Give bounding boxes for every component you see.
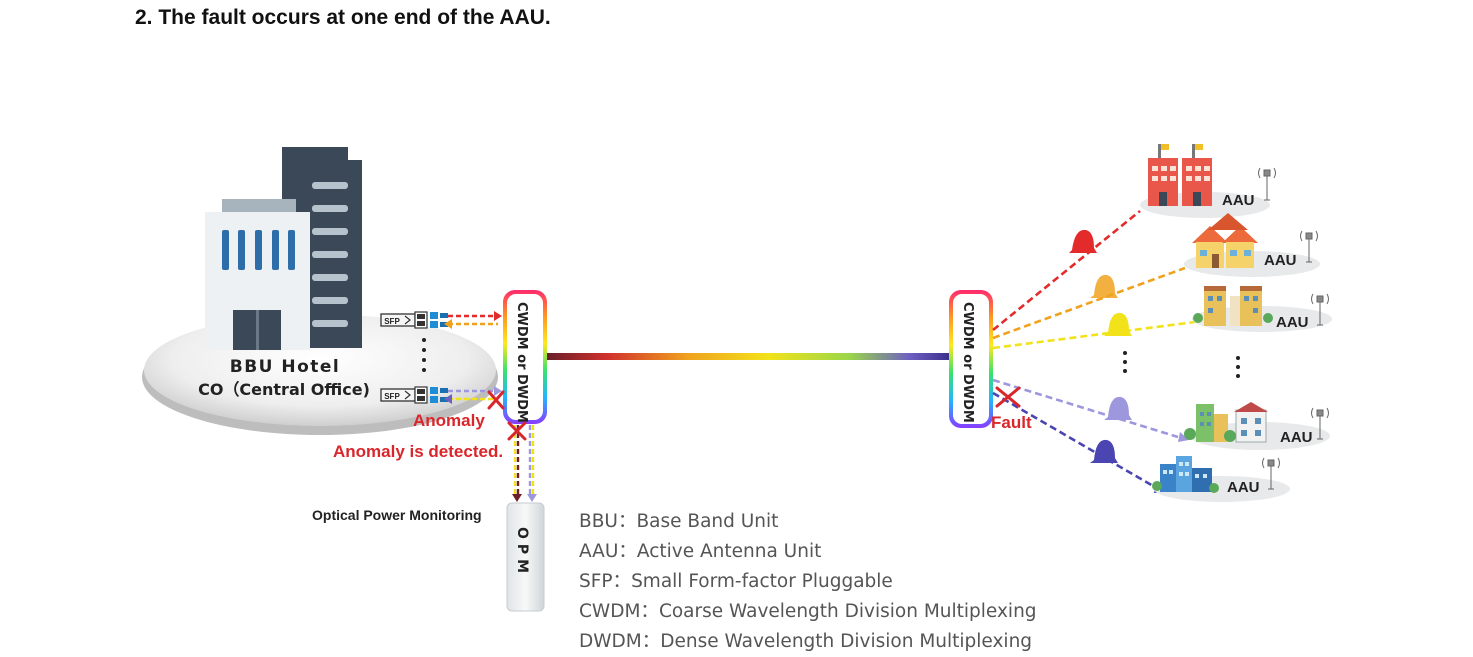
antenna-tower-icon bbox=[1311, 407, 1329, 440]
branch-indigo bbox=[992, 391, 1161, 492]
opm-box-label: OPM bbox=[514, 527, 530, 578]
legend-desc: Base Band Unit bbox=[636, 511, 779, 532]
legend-term: AAU bbox=[579, 541, 619, 562]
sfp-ellipsis bbox=[422, 338, 426, 372]
antenna-tower-icon bbox=[1311, 293, 1329, 326]
legend-row: AAU：Active Antenna Unit bbox=[579, 537, 1037, 567]
sfp-module-top: SFP bbox=[380, 311, 448, 329]
central-office: BBU Hotel CO（Central Office) bbox=[142, 147, 498, 435]
aau-label: AAU bbox=[1280, 429, 1313, 446]
mux-right: CWDM or DWDM bbox=[949, 290, 993, 428]
co-subtitle: CO（Central Office) bbox=[198, 380, 370, 399]
legend-term: DWDM bbox=[579, 631, 642, 652]
fault-cross-icon bbox=[995, 386, 1021, 408]
aau-label: AAU bbox=[1264, 252, 1297, 269]
branch-red bbox=[992, 209, 1141, 332]
opm-fibers bbox=[513, 425, 535, 497]
legend-sep: ： bbox=[640, 601, 659, 622]
mux-left: CWDM or DWDM bbox=[503, 290, 547, 424]
mux-right-label: CWDM or DWDM bbox=[960, 302, 975, 423]
co-name: BBU Hotel bbox=[230, 357, 341, 377]
legend-row: SFP：Small Form-factor Pluggable bbox=[579, 567, 1037, 597]
aau-label: AAU bbox=[1227, 479, 1260, 496]
anomaly-detected-label: Anomaly is detected. bbox=[333, 442, 503, 461]
aau-site-2: AAU bbox=[1184, 213, 1320, 277]
legend-row: DWDM：Dense Wavelength Division Multiplex… bbox=[579, 627, 1037, 657]
fault-cross-icon bbox=[507, 421, 527, 441]
legend-sep: ： bbox=[617, 511, 637, 532]
aau-ellipsis bbox=[1123, 351, 1240, 378]
legend-desc: Dense Wavelength Division Multiplexing bbox=[660, 631, 1033, 652]
aau-site-1: AAU bbox=[1140, 144, 1276, 218]
antenna-tower-icon bbox=[1262, 457, 1280, 490]
office-building-icon bbox=[205, 147, 362, 350]
legend-sep: ： bbox=[612, 571, 632, 592]
legend-row: CWDM：Coarse Wavelength Division Multiple… bbox=[579, 597, 1037, 627]
legend-term: SFP bbox=[579, 571, 613, 592]
legend-desc: Coarse Wavelength Division Multiplexing bbox=[658, 601, 1037, 622]
antenna-tower-icon bbox=[1300, 230, 1318, 263]
fault-cross-icon bbox=[487, 390, 505, 410]
sfp-module-bottom: SFP bbox=[380, 386, 448, 404]
anomaly-label: Anomaly bbox=[413, 411, 485, 430]
legend-desc: Small Form-factor Pluggable bbox=[631, 571, 893, 592]
legend-term: CWDM bbox=[579, 601, 641, 622]
page-heading: 2. The fault occurs at one end of the AA… bbox=[135, 6, 551, 29]
aau-site-4: AAU bbox=[1184, 402, 1330, 450]
antenna-tower-icon bbox=[1258, 167, 1276, 201]
legend-desc: Active Antenna Unit bbox=[636, 541, 822, 562]
legend-sep: ： bbox=[618, 541, 637, 562]
legend-row: BBU：Base Band Unit bbox=[579, 507, 1037, 537]
legend-sep: ： bbox=[641, 631, 661, 652]
sfp-label: SFP bbox=[384, 317, 400, 326]
aau-label: AAU bbox=[1222, 192, 1255, 209]
wavelength-bell-icon bbox=[1069, 229, 1132, 463]
legend: BBU：Base Band Unit AAU：Active Antenna Un… bbox=[579, 507, 1037, 657]
legend-term: BBU bbox=[579, 511, 618, 532]
opm-unit: OPM bbox=[506, 502, 545, 612]
aau-site-5: AAU bbox=[1152, 456, 1290, 502]
mux-left-label: CWDM or DWDM bbox=[514, 302, 529, 423]
trunk-fiber bbox=[547, 353, 950, 360]
opm-title: Optical Power Monitoring bbox=[312, 507, 482, 523]
aau-label: AAU bbox=[1276, 314, 1309, 331]
branch-fibers bbox=[992, 209, 1196, 492]
branch-yellow bbox=[992, 320, 1196, 350]
aau-site-3: AAU bbox=[1192, 286, 1332, 332]
branch-orange bbox=[992, 266, 1186, 340]
sfp-label: SFP bbox=[384, 392, 400, 401]
fault-label: Fault bbox=[991, 413, 1032, 432]
